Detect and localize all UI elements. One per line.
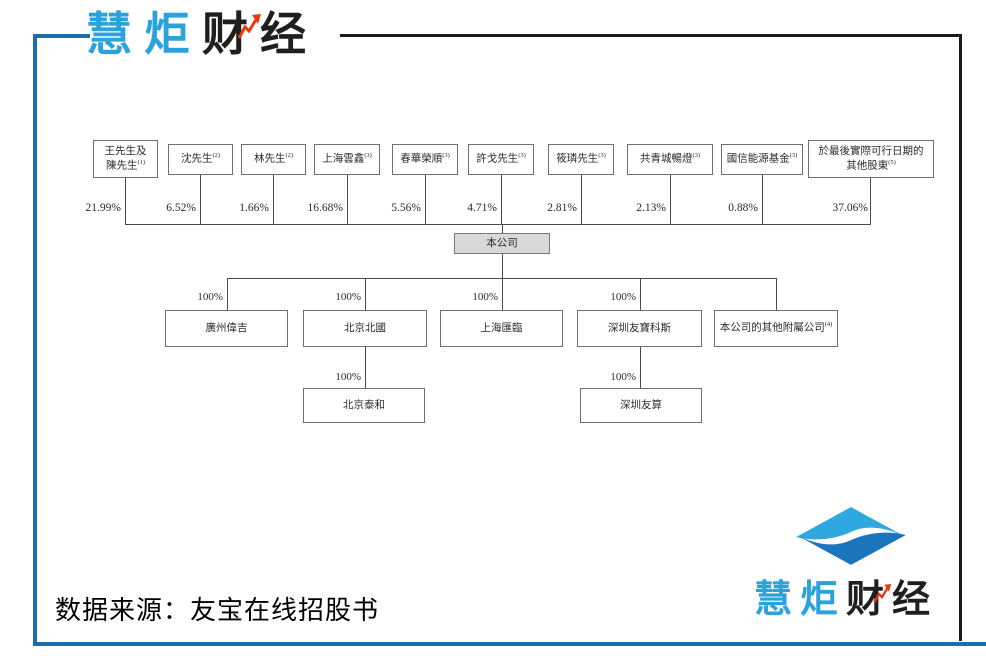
shareholder-name: 於最後實際可行日期的 其他股東 xyxy=(818,146,924,172)
connector-line xyxy=(670,175,671,224)
subsidiary-name: 北京泰和 xyxy=(343,399,385,411)
ownership-pct: 2.81% xyxy=(547,202,577,214)
shareholder-name: 王先生及 陳先生 xyxy=(104,146,147,172)
subsidiary-box-beijing-taihe: 北京泰和 xyxy=(303,388,425,423)
subsidiary-box-shenzhen-ubox-kesi: 深圳友寶科斯 xyxy=(577,310,702,347)
connector-line xyxy=(125,178,126,224)
frame-top-black-line xyxy=(340,34,962,37)
shareholder-box-wang-chen: 王先生及 陳先生(1) xyxy=(93,140,158,178)
footnote-sup: (4) xyxy=(824,321,833,329)
trend-arrow-icon xyxy=(873,584,892,604)
subsidiary-box-guangzhou-weiji: 廣州偉吉 xyxy=(165,310,288,347)
frame-bottom-blue-line xyxy=(33,642,986,646)
ownership-pct: 37.06% xyxy=(832,202,868,214)
shareholder-box-xiaolin: 筱璘先生(3) xyxy=(548,144,614,175)
connector-line xyxy=(273,175,274,224)
shareholder-name: 許戈先生 xyxy=(476,153,519,165)
footnote-sup: (3) xyxy=(364,152,372,160)
shareholder-name: 共青城暢燈 xyxy=(639,153,693,165)
ownership-pct: 2.13% xyxy=(636,202,666,214)
shareholder-box-other-shareholders: 於最後實際可行日期的 其他股東(5) xyxy=(808,140,934,178)
connector-line xyxy=(581,175,582,224)
footnote-sup: (2) xyxy=(212,152,221,160)
ownership-pct: 100% xyxy=(472,291,498,303)
connector-line xyxy=(640,347,641,388)
brand-swirl-icon xyxy=(796,507,906,565)
company-box: 本公司 xyxy=(454,233,550,254)
footnote-sup: (1) xyxy=(137,158,146,166)
ownership-pct: 21.99% xyxy=(85,202,121,214)
footnote-sup: (3) xyxy=(442,152,450,160)
connector-line xyxy=(227,278,776,279)
connector-line xyxy=(365,347,366,388)
data-source-caption: 数据来源：友宝在线招股书 xyxy=(55,595,380,625)
shareholder-name: 林先生 xyxy=(253,153,286,165)
brand-logo-bottom: 慧炬财经 xyxy=(754,576,938,624)
ownership-pct: 100% xyxy=(197,291,223,303)
subsidiary-box-shanghai-huilin: 上海匯臨 xyxy=(440,310,563,347)
trend-arrow-icon xyxy=(237,14,261,39)
shareholder-box-gongqingcheng: 共青城暢燈(3) xyxy=(627,144,713,175)
ownership-pct: 4.71% xyxy=(467,202,497,214)
connector-line xyxy=(365,278,366,310)
frame-right-black-line xyxy=(959,34,962,641)
shareholder-name: 春華榮順 xyxy=(400,153,443,165)
ownership-pct: 16.68% xyxy=(307,202,343,214)
connector-line xyxy=(640,278,641,310)
connector-line xyxy=(502,254,503,278)
subsidiary-name: 北京北國 xyxy=(344,322,386,334)
shareholder-name: 國信能源基金 xyxy=(726,153,790,165)
connector-line xyxy=(762,175,763,224)
subsidiary-name: 本公司的其他附屬公司 xyxy=(719,322,825,334)
brand-name-blue: 慧炬 xyxy=(754,579,847,621)
connector-line xyxy=(776,278,777,310)
frame-left-blue-line xyxy=(33,34,37,646)
footnote-sup: (5) xyxy=(888,158,896,166)
connector-line xyxy=(870,178,871,224)
footnote-sup: (3) xyxy=(789,152,798,160)
connector-line xyxy=(227,278,228,310)
shareholder-name: 筱璘先生 xyxy=(556,153,599,165)
brand-logo-top: 慧炬财经 xyxy=(86,6,318,62)
company-name: 本公司 xyxy=(486,237,518,249)
ownership-pct: 100% xyxy=(335,371,361,383)
subsidiary-box-other-subsidiaries: 本公司的其他附屬公司(4) xyxy=(714,310,838,347)
ownership-pct: 100% xyxy=(335,291,361,303)
shareholder-box-xuge: 許戈先生(3) xyxy=(468,144,534,175)
subsidiary-name: 廣州偉吉 xyxy=(205,322,248,334)
connector-line xyxy=(347,175,348,224)
subsidiary-box-shenzhen-yousuan: 深圳友算 xyxy=(580,388,702,423)
connector-line xyxy=(502,224,503,233)
connector-line xyxy=(502,278,503,310)
connector-line xyxy=(501,175,502,224)
footnote-sup: (2) xyxy=(285,152,294,160)
shareholder-box-shen: 沈先生(2) xyxy=(168,144,233,175)
shareholder-name: 沈先生 xyxy=(180,153,213,165)
subsidiary-name: 深圳友寶科斯 xyxy=(608,322,671,334)
subsidiary-box-beijing-beiguo: 北京北國 xyxy=(303,310,427,347)
frame-top-left-blue-stub xyxy=(33,34,90,38)
subsidiary-name: 深圳友算 xyxy=(620,399,662,411)
footnote-sup: (3) xyxy=(598,152,606,160)
connector-line xyxy=(125,224,871,225)
brand-name-dark: 财经 xyxy=(846,579,939,621)
ownership-pct: 1.66% xyxy=(239,202,269,214)
ownership-pct: 100% xyxy=(610,371,636,383)
shareholder-box-chunhua-rongshun: 春華榮順(3) xyxy=(392,144,458,175)
connector-line xyxy=(425,175,426,224)
ownership-pct: 100% xyxy=(610,291,636,303)
brand-name-blue: 慧炬 xyxy=(86,8,202,60)
connector-line xyxy=(200,175,201,224)
footnote-sup: (3) xyxy=(692,152,701,160)
footnote-sup: (3) xyxy=(518,152,526,160)
ownership-pct: 6.52% xyxy=(166,202,196,214)
shareholder-box-guoxin-fund: 國信能源基金(3) xyxy=(721,144,803,175)
ownership-pct: 0.88% xyxy=(728,202,758,214)
shareholder-box-shanghai-yunxin: 上海雲鑫(3) xyxy=(314,144,380,175)
ownership-pct: 5.56% xyxy=(391,202,421,214)
shareholder-box-lin: 林先生(2) xyxy=(241,144,306,175)
shareholder-name: 上海雲鑫 xyxy=(322,153,365,165)
subsidiary-name: 上海匯臨 xyxy=(480,322,523,334)
